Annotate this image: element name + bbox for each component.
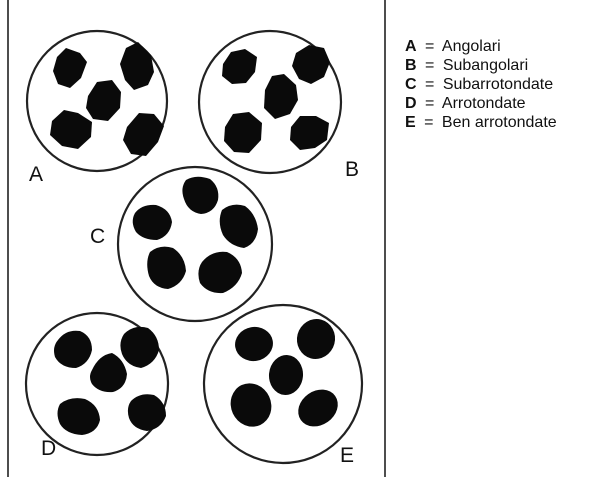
legend-key-a: A [405, 38, 417, 55]
grain-e1 [235, 326, 273, 362]
circle-b-group [197, 29, 343, 175]
grain-b1 [222, 49, 257, 84]
legend-key-d: D [405, 95, 417, 112]
grain-a5 [123, 113, 164, 156]
grain-c4 [147, 246, 186, 289]
circle-a-group [25, 29, 169, 173]
legend-text-e: Ben arrotondate [442, 114, 557, 131]
legend-separator-d: = [425, 95, 434, 112]
grain-b2 [292, 45, 330, 84]
grain-e5 [298, 389, 338, 427]
grain-a3 [86, 80, 121, 121]
circle-label-d: D [41, 437, 56, 460]
legend: A = Angolari B = Subangolari C = Subarro… [405, 38, 557, 131]
grain-b4 [224, 112, 262, 153]
grain-c5 [198, 251, 242, 294]
circle-label-e: E [340, 444, 354, 467]
circle-d [24, 311, 170, 457]
grain-d1 [54, 330, 92, 368]
grain-c3 [219, 204, 258, 248]
legend-separator-c: = [425, 76, 434, 93]
circle-b [197, 29, 343, 175]
legend-entry-b: B = Subangolari [405, 57, 528, 74]
circle-label-c: C [90, 225, 105, 248]
grain-c1 [182, 176, 219, 214]
circle-a [25, 29, 169, 173]
legend-text-c: Subarrotondate [443, 76, 553, 93]
grain-b5 [290, 116, 329, 150]
grain-d5 [127, 394, 166, 431]
legend-key-b: B [405, 57, 417, 74]
grain-d3 [90, 353, 127, 393]
legend-text-b: Subangolari [443, 57, 528, 74]
circle-c-group [116, 165, 274, 323]
circle-e-group [202, 303, 364, 465]
grain-c2 [132, 204, 172, 240]
legend-key-e: E [405, 114, 416, 131]
grain-e2 [296, 319, 336, 359]
grain-d4 [57, 398, 100, 435]
legend-separator-b: = [425, 57, 434, 74]
legend-entry-a: A = Angolari [405, 38, 501, 55]
circle-label-a: A [29, 163, 43, 186]
legend-key-c: C [405, 76, 417, 93]
circle-e [202, 303, 364, 465]
grain-d2 [120, 326, 159, 368]
legend-text-a: Angolari [442, 38, 501, 55]
circle-d-group [24, 311, 170, 457]
legend-text-d: Arrotondate [442, 95, 526, 112]
grain-a1 [53, 48, 87, 88]
legend-entry-e: E = Ben arrotondate [405, 114, 557, 131]
circle-label-b: B [345, 158, 359, 181]
legend-separator-a: = [425, 38, 434, 55]
grain-a4 [50, 110, 92, 149]
grain-e3 [268, 355, 304, 395]
grain-b3 [264, 74, 298, 119]
legend-separator-e: = [424, 114, 433, 131]
grain-e4 [230, 383, 272, 427]
circle-c [116, 165, 274, 323]
legend-entry-d: D = Arrotondate [405, 95, 526, 112]
grain-a2 [120, 42, 154, 90]
legend-entry-c: C = Subarrotondate [405, 76, 553, 93]
